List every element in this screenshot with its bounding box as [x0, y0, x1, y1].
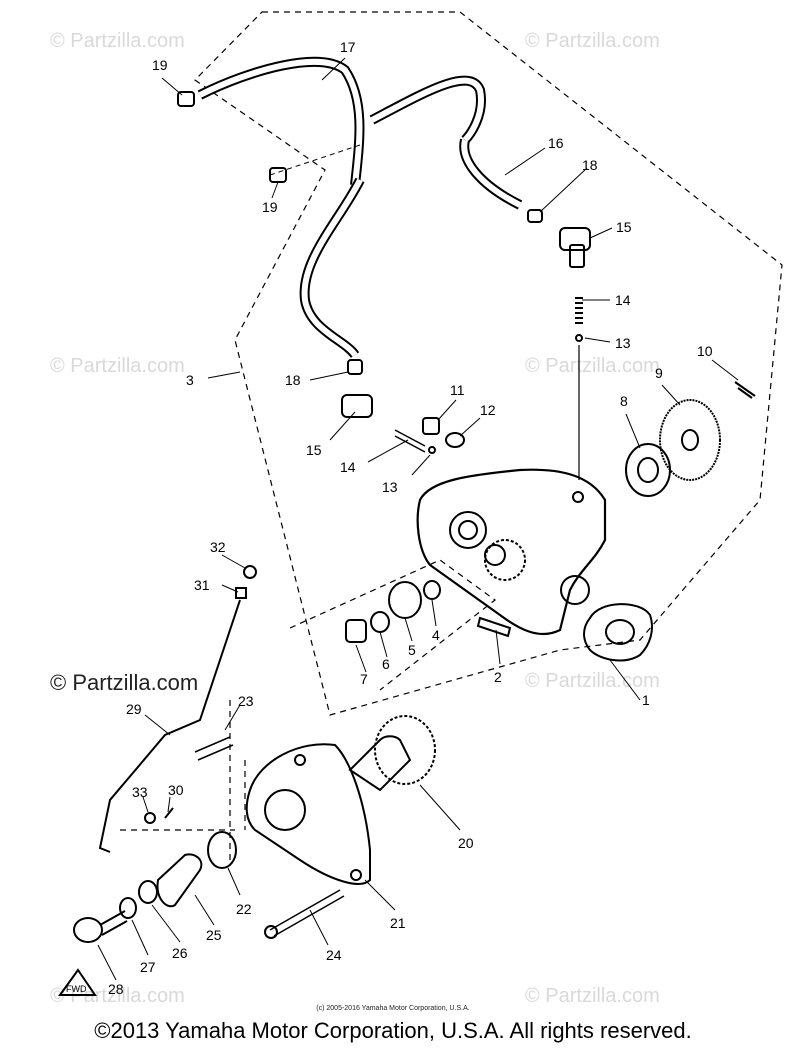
callout-12: 12	[480, 402, 496, 418]
callout-27: 27	[140, 959, 156, 975]
callout-14-lower: 14	[340, 459, 356, 475]
callout-20: 20	[458, 835, 474, 851]
callout-6: 6	[382, 656, 390, 672]
callout-31: 31	[194, 577, 210, 593]
copyright-footer: ©2013 Yamaha Motor Corporation, U.S.A. A…	[94, 1018, 692, 1043]
callout-28: 28	[108, 981, 124, 997]
callout-9: 9	[655, 365, 663, 381]
callout-16: 16	[548, 135, 564, 151]
callout-13-lower: 13	[382, 479, 398, 495]
callout-18-upper: 18	[582, 157, 598, 173]
watermark: © Partzilla.com	[50, 30, 185, 52]
small-copyright: (c) 2005-2016 Yamaha Motor Corporation, …	[316, 1005, 470, 1012]
callout-18-lower: 18	[285, 372, 301, 388]
watermark: © Partzilla.com	[525, 30, 660, 52]
watermark: © Partzilla.com	[525, 985, 660, 1007]
callout-2: 2	[494, 669, 502, 685]
callout-19-lower: 19	[262, 199, 278, 215]
callout-11: 11	[450, 382, 465, 398]
callout-23: 23	[238, 693, 254, 709]
callout-26: 26	[172, 945, 188, 961]
callout-32: 32	[210, 539, 226, 555]
watermark: © Partzilla.com	[50, 985, 185, 1007]
callout-4: 4	[432, 627, 440, 643]
callout-30: 30	[168, 782, 184, 798]
callout-22: 22	[236, 901, 252, 917]
watermark: © Partzilla.com	[525, 355, 660, 377]
fwd-label: FWD	[66, 984, 87, 994]
callout-24: 24	[326, 947, 342, 963]
callout-1: 1	[642, 692, 650, 708]
callout-5: 5	[408, 642, 416, 658]
callout-25: 25	[206, 927, 222, 943]
watermark: © Partzilla.com	[50, 670, 199, 695]
watermark: © Partzilla.com	[50, 355, 185, 377]
callout-15-lower: 15	[306, 442, 322, 458]
callout-8: 8	[620, 393, 628, 409]
callout-29: 29	[126, 701, 142, 717]
callout-7: 7	[360, 671, 368, 687]
callout-21: 21	[390, 915, 406, 931]
callout-33: 33	[132, 784, 148, 800]
callout-19-upper: 19	[152, 57, 168, 73]
callout-10: 10	[697, 343, 713, 359]
callout-labels: 1 2 3 4 5 6 7 8 9 10 11 12 13 13 14 14 1…	[66, 39, 713, 997]
watermark: © Partzilla.com	[525, 670, 660, 692]
callout-15-upper: 15	[616, 219, 632, 235]
callout-13-upper: 13	[615, 335, 631, 351]
callout-17: 17	[340, 39, 356, 55]
callout-14-upper: 14	[615, 292, 631, 308]
callout-3: 3	[186, 372, 194, 388]
